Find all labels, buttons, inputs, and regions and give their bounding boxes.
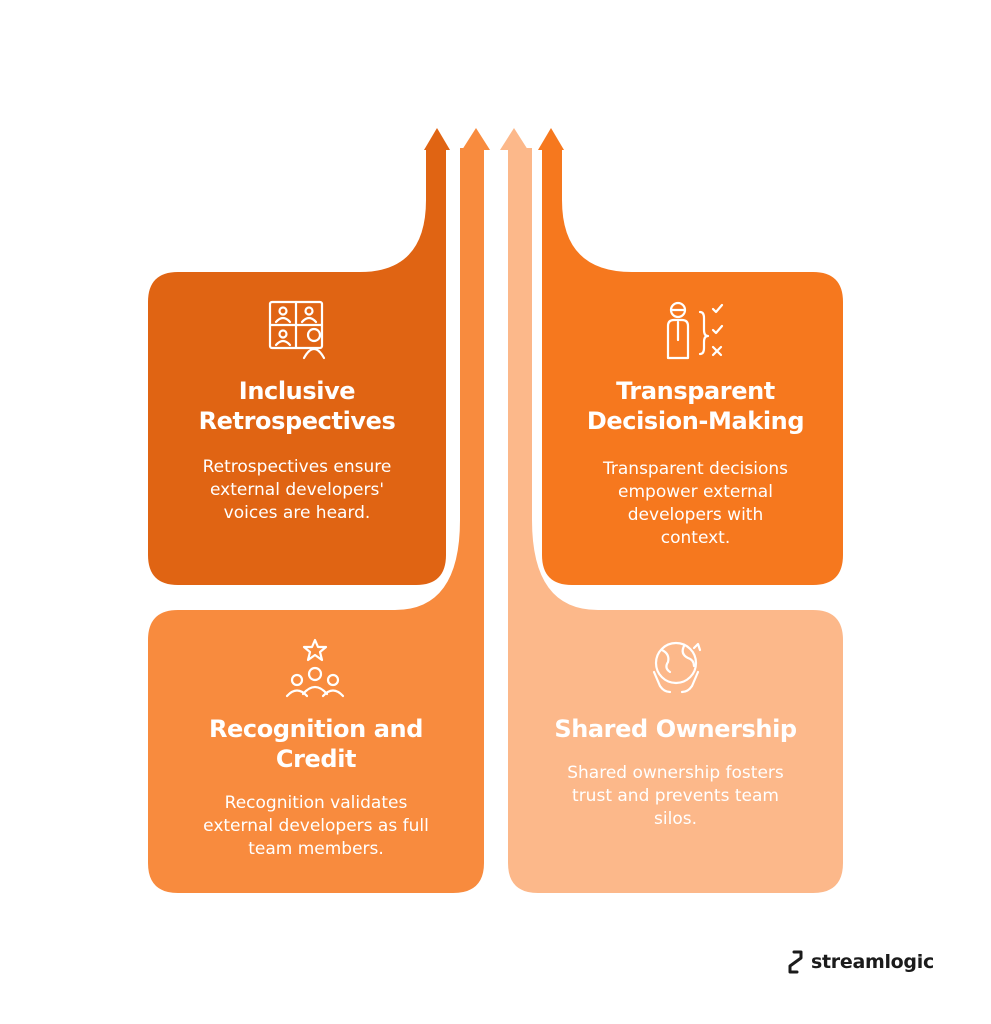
video-conference-icon — [268, 300, 326, 360]
retrospectives-title: Inclusive Retrospectives — [198, 377, 396, 435]
recognition-card-shape — [148, 148, 484, 893]
team-star-icon — [285, 638, 345, 698]
recognition-title: Recognition and Credit — [208, 715, 424, 773]
retrospectives-description: Retrospectives ensure external developer… — [202, 457, 392, 523]
retrospectives-card-shape — [148, 148, 446, 585]
globe-hands-icon — [652, 641, 702, 694]
ownership-card-shape — [508, 148, 843, 893]
ownership-card: Shared Ownership Shared ownership foster… — [508, 714, 843, 831]
decision-title: Transparent Decision-Making — [586, 377, 805, 435]
retrospectives-card: Inclusive Retrospectives Retrospectives … — [148, 376, 446, 525]
brand-name: streamlogic — [811, 951, 934, 973]
brand-logo: streamlogic — [781, 946, 934, 978]
recognition-arrowhead — [462, 128, 490, 150]
decision-description: Transparent decisions empower external d… — [603, 459, 788, 548]
recognition-description: Recognition validates external developer… — [203, 793, 429, 859]
decision-arrowhead — [538, 128, 564, 150]
decision-checklist-icon — [666, 301, 724, 360]
recognition-card: Recognition and Credit Recognition valid… — [148, 714, 484, 861]
decision-card-shape — [542, 148, 843, 585]
ownership-title: Shared Ownership — [554, 715, 797, 743]
streamlogic-logo-icon — [788, 950, 803, 974]
decision-card: Transparent Decision-Making Transparent … — [548, 376, 843, 550]
retrospectives-arrowhead — [424, 128, 450, 150]
ownership-description: Shared ownership fosters trust and preve… — [567, 763, 784, 829]
ownership-arrowhead — [500, 128, 528, 150]
